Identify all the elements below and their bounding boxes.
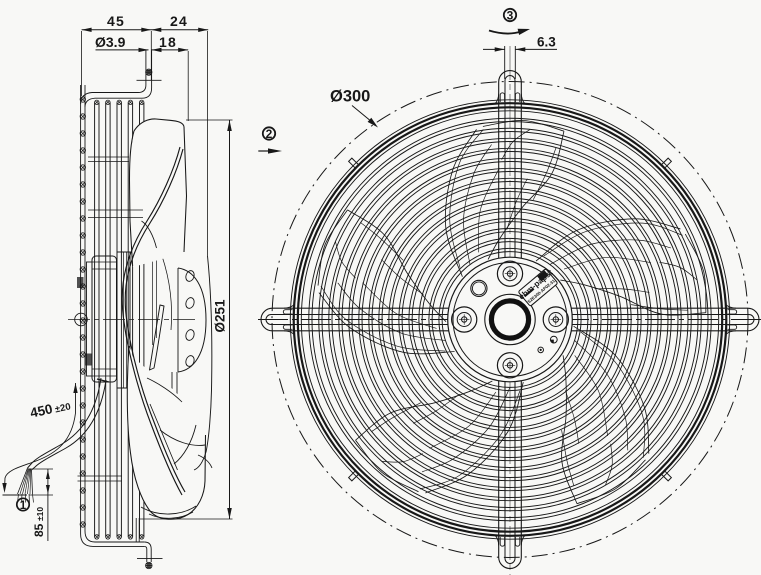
svg-text:45: 45 bbox=[107, 13, 125, 29]
svg-text:±20: ±20 bbox=[54, 401, 72, 415]
svg-text:2: 2 bbox=[266, 127, 273, 141]
svg-text:24: 24 bbox=[170, 13, 188, 29]
svg-text:85: 85 bbox=[32, 523, 46, 537]
svg-text:±10: ±10 bbox=[35, 507, 45, 521]
svg-text:18: 18 bbox=[159, 34, 177, 50]
svg-text:3: 3 bbox=[507, 9, 514, 23]
svg-text:Ø251: Ø251 bbox=[213, 299, 228, 333]
svg-text:450: 450 bbox=[29, 401, 54, 420]
svg-text:1: 1 bbox=[20, 500, 27, 512]
svg-text:Ø300: Ø300 bbox=[330, 88, 370, 106]
svg-text:6.3: 6.3 bbox=[537, 35, 556, 50]
svg-text:Ø3.9: Ø3.9 bbox=[95, 34, 126, 50]
